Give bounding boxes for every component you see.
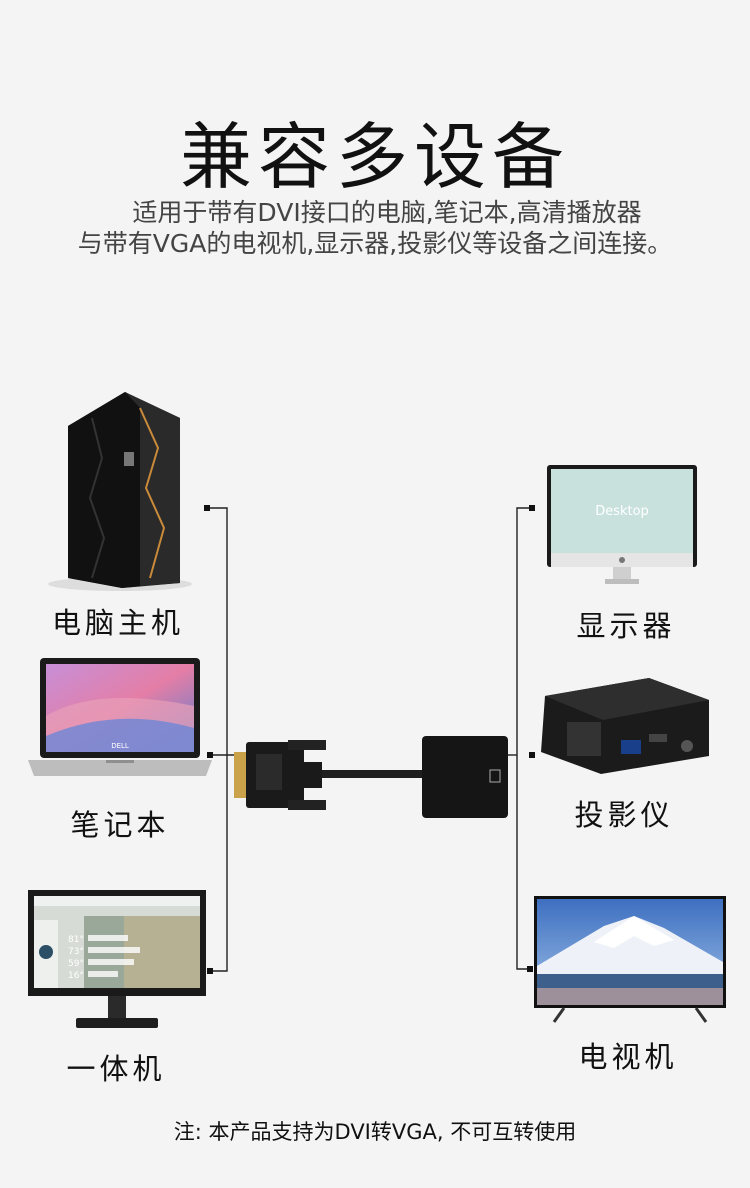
svg-text:16°: 16° [68, 971, 84, 981]
all-in-one-icon: 81° 73° 59° 16° [28, 890, 206, 1028]
monitor-screen-text: Desktop [595, 504, 649, 519]
laptop-brand: DELL [111, 742, 129, 750]
footer-note: 注: 本产品支持为DVI转VGA, 不可互转使用 [173, 1120, 577, 1144]
page-title: 兼容多设备 [179, 115, 570, 199]
device-label-projector: 投影仪 [574, 798, 674, 832]
laptop-icon: DELL [28, 658, 212, 776]
television-icon [534, 896, 726, 1023]
device-label-monitor: 显示器 [576, 609, 676, 643]
subtitle-line-2: 与带有VGA的电视机,显示器,投影仪等设备之间连接。 [77, 229, 673, 258]
monitor-icon: Desktop [547, 465, 697, 584]
device-label-aio: 一体机 [66, 1052, 166, 1086]
svg-text:81°: 81° [68, 935, 84, 945]
desktop-tower-icon [48, 392, 192, 591]
device-label-desktop: 电脑主机 [51, 606, 184, 640]
subtitle-line-1: 适用于带有DVI接口的电脑,笔记本,高清播放器 [132, 198, 642, 227]
svg-text:73°: 73° [68, 947, 84, 957]
svg-text:59°: 59° [68, 959, 84, 969]
device-label-laptop: 笔记本 [70, 808, 170, 842]
device-label-tv: 电视机 [578, 1040, 678, 1074]
projector-icon [541, 678, 709, 774]
dvi-to-vga-adapter-icon [234, 736, 508, 818]
